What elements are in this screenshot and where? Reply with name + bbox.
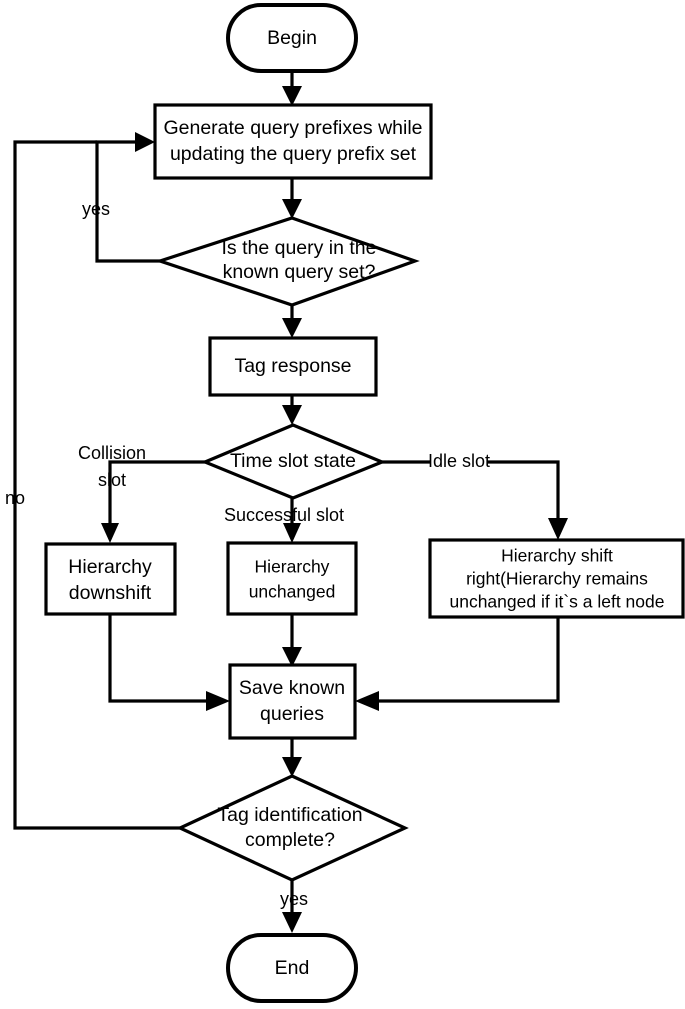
node-save-known-queries[interactable] [228, 663, 357, 740]
node-hierarchy-shift-right[interactable] [428, 538, 685, 619]
node-tag-identification-decision[interactable] [176, 774, 409, 882]
node-hierarchy-downshift-line1: Hierarchy [68, 556, 152, 578]
node-time-slot-state[interactable] [200, 423, 387, 500]
node-begin[interactable] [226, 3, 358, 73]
node-hierarchy-downshift[interactable] [44, 542, 177, 616]
node-hierarchy-shift-right-line3: unchanged if it`s a left node [449, 592, 664, 612]
node-hierarchy-unchanged-line1: Hierarchy [255, 557, 330, 577]
connector-no-loop [13, 140, 180, 830]
node-begin-label: Begin [267, 27, 317, 49]
connector-idle-slot [382, 460, 560, 527]
node-hierarchy-unchanged-line2: unchanged [249, 582, 336, 602]
edge-label-yes-end: yes [280, 889, 308, 909]
node-tag-identification-decision-line1: Tag identification [217, 804, 362, 826]
node-time-slot-state-label: Time slot state [230, 450, 356, 472]
arrowhead-generate-to-decision1 [282, 199, 302, 219]
arrowhead-decision1-to-tagresponse [282, 318, 302, 338]
node-tag-response[interactable] [208, 336, 378, 397]
edge-label-idle-slot: Idle slot [428, 451, 490, 471]
connector-shiftright-to-save [375, 617, 560, 703]
arrowhead-downshift-to-save [206, 691, 230, 711]
edge-label-collision-slot-line1: Collision [78, 443, 146, 463]
arrowhead-yes-loop [135, 132, 155, 152]
connector-collision-slot [108, 460, 205, 530]
arrowhead-unchanged-to-save [282, 647, 302, 667]
node-hierarchy-shift-right-line1: Hierarchy shift [501, 546, 613, 566]
node-tag-response-label: Tag response [234, 355, 351, 377]
node-known-query-decision[interactable] [154, 216, 420, 307]
connector-yes-loop [95, 140, 160, 263]
node-end-label: End [275, 957, 310, 979]
node-known-query-decision-line1: Is the query in the [221, 237, 376, 259]
node-generate-prefixes-line1: Generate query prefixes while [163, 117, 422, 139]
node-end[interactable] [226, 933, 358, 1003]
arrowhead-shiftright-to-save [355, 691, 379, 711]
node-known-query-decision-line2: known query set? [223, 261, 376, 283]
node-tag-identification-decision-line2: complete? [245, 829, 335, 851]
arrowhead-successful-slot [283, 523, 301, 543]
arrowhead-save-to-decision2 [282, 757, 302, 777]
edge-label-collision-slot-line2: slot [98, 470, 126, 490]
arrowhead-idle-slot [548, 518, 568, 540]
arrowhead-collision-slot [101, 523, 119, 543]
node-save-known-queries-line1: Save known [239, 677, 345, 699]
node-generate-prefixes[interactable] [153, 103, 433, 180]
arrowhead-tagresponse-to-timeslot [282, 405, 302, 425]
node-hierarchy-downshift-line2: downshift [69, 582, 152, 604]
arrowhead-decision2-to-end [282, 912, 302, 933]
node-hierarchy-unchanged[interactable] [226, 541, 358, 616]
arrowhead-begin-to-generate [282, 86, 302, 106]
edge-label-no-loop: no [5, 488, 25, 508]
edge-label-successful-slot: Successful slot [224, 505, 344, 525]
node-save-known-queries-line2: queries [260, 703, 324, 725]
connector-downshift-to-save [108, 614, 210, 703]
edge-label-yes-loop: yes [82, 199, 110, 219]
node-generate-prefixes-line2: updating the query prefix set [170, 143, 417, 165]
node-hierarchy-shift-right-line2: right(Hierarchy remains [466, 569, 648, 589]
